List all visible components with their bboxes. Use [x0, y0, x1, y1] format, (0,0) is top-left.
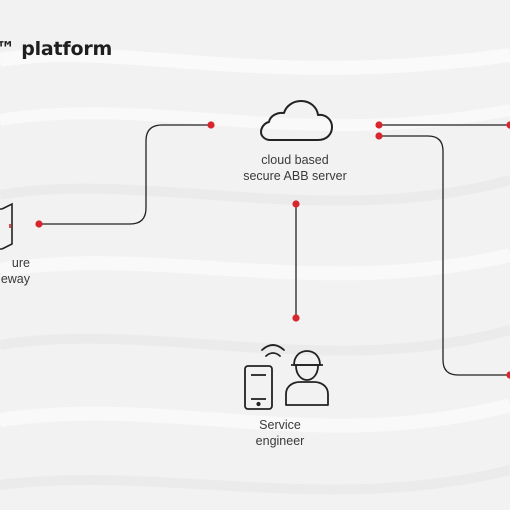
- connector-gateway-cloud: [39, 124, 211, 225]
- endpoint-dot: [375, 121, 383, 129]
- gateway-label-line2: eway: [0, 272, 30, 286]
- cloud-server-label: cloud based secure ABB server: [220, 152, 370, 184]
- endpoint-dot: [506, 121, 510, 129]
- endpoint-dot: [35, 220, 43, 228]
- connector-cloud-right-bottom: [379, 135, 510, 376]
- service-engineer-label: Service engineer: [230, 417, 330, 449]
- gateway-label: ure eway: [0, 255, 30, 287]
- smartphone-icon: [244, 365, 273, 410]
- page-title: ™ platform: [0, 38, 113, 60]
- endpoint-dot: [292, 200, 300, 208]
- cloud-label-line2: secure ABB server: [243, 169, 347, 183]
- engineer-label-line2: engineer: [255, 434, 305, 448]
- cloud-label-line1: cloud based: [261, 153, 329, 167]
- endpoint-dot: [292, 314, 300, 322]
- engineer-label-line1: Service: [259, 418, 301, 432]
- wifi-signal-icon: [261, 344, 285, 357]
- cloud-icon: [260, 100, 333, 141]
- endpoint-dot: [375, 132, 383, 140]
- endpoint-dot: [207, 121, 215, 129]
- engineer-icon: [285, 350, 329, 406]
- endpoint-dot: [506, 371, 510, 379]
- gateway-icon: [0, 202, 13, 250]
- gateway-label-line1: ure: [11, 256, 30, 270]
